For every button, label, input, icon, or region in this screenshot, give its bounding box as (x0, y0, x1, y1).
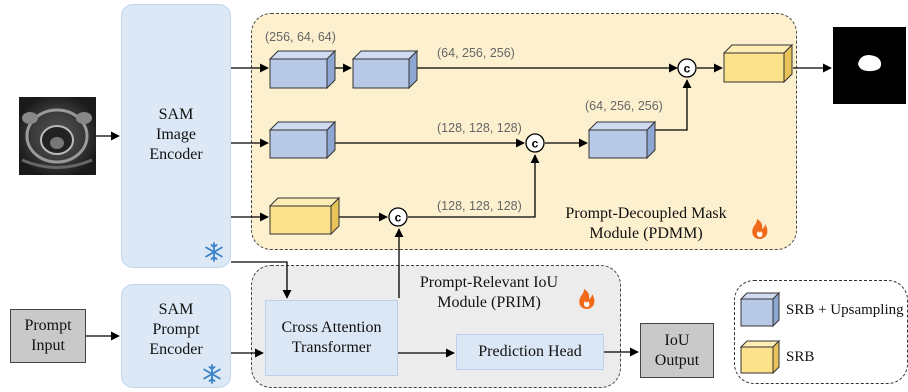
cross-attention-line2: Transformer (291, 339, 372, 356)
sam-image-encoder-line3: Encoder (149, 146, 203, 163)
arrow-encoder-to-cross-attention (231, 261, 292, 299)
prediction-head: Prediction Head (456, 334, 604, 370)
concat-node-top: c (677, 58, 697, 78)
srb-upsampling-block-mid (268, 120, 337, 160)
svg-text:c: c (532, 137, 539, 151)
input-mri-image (19, 97, 96, 175)
srb-block-top-right (722, 43, 794, 84)
sam-image-encoder-label: SAM Image Encoder (121, 95, 231, 175)
srb-block-bottom (268, 196, 341, 236)
pdmm-module (251, 13, 797, 250)
srb-upsampling-block-top-1 (268, 49, 337, 90)
prim-title: Prompt-Relevant IoU Module (PRIM) (409, 272, 569, 314)
snowflake-icon (203, 364, 221, 384)
cross-attention-line1: Cross Attention (281, 319, 382, 336)
arrow-upsample-to-top-concat (655, 79, 692, 131)
dim-label-mid: (128, 128, 128) (437, 121, 522, 135)
sam-prompt-encoder-line1: SAM (158, 301, 194, 318)
pdmm-title-line1: Prompt-Decoupled Mask (565, 205, 727, 222)
iou-output-box: IoU Output (640, 323, 714, 378)
pdmm-title-line2: Module (PDMM) (589, 225, 703, 242)
prompt-input-line2: Input (31, 337, 65, 354)
sam-image-encoder (121, 4, 231, 268)
iou-output-line1: IoU (664, 331, 690, 349)
dim-label-mid-up: (64, 256, 256) (585, 99, 663, 113)
output-mask-image (833, 27, 906, 104)
sam-prompt-encoder-line3: Encoder (149, 341, 203, 358)
dim-label-top-in: (256, 64, 64) (265, 30, 336, 44)
dim-label-bottom: (128, 128, 128) (437, 199, 522, 213)
svg-text:c: c (395, 211, 402, 225)
flame-icon (579, 289, 595, 309)
flame-icon (752, 219, 768, 239)
prediction-head-label: Prediction Head (478, 343, 582, 360)
svg-text:c: c (684, 62, 691, 76)
legend-label-srb-upsampling: SRB + Upsampling (786, 302, 904, 318)
dim-label-top-out: (64, 256, 256) (437, 46, 515, 60)
iou-output-line2: Output (654, 351, 700, 369)
prompt-input-box: Prompt Input (10, 309, 86, 363)
sam-image-encoder-line1: SAM (158, 106, 194, 123)
pdmm-title: Prompt-Decoupled Mask Module (PDMM) (556, 203, 736, 245)
legend-srb-upsampling-swatch (739, 291, 781, 328)
arrow-concat-to-mid-concat (408, 154, 540, 218)
legend-srb-swatch (739, 339, 781, 375)
cross-attention-transformer: Cross Attention Transformer (265, 300, 398, 376)
sam-image-encoder-line2: Image (156, 126, 196, 143)
prompt-input-line1: Prompt (24, 317, 72, 334)
prim-title-line2: Module (PRIM) (437, 294, 541, 311)
srb-upsampling-block-top-2 (351, 49, 419, 90)
concat-node-mid: c (525, 133, 545, 153)
prim-title-line1: Prompt-Relevant IoU (419, 274, 559, 291)
sam-prompt-encoder-line2: Prompt (152, 321, 200, 338)
sam-prompt-encoder-label: SAM Prompt Encoder (121, 290, 231, 370)
snowflake-icon (205, 242, 223, 262)
concat-node-bottom: c (388, 207, 408, 227)
srb-upsampling-block-mid-2 (587, 120, 657, 160)
legend-label-srb: SRB (786, 349, 815, 365)
